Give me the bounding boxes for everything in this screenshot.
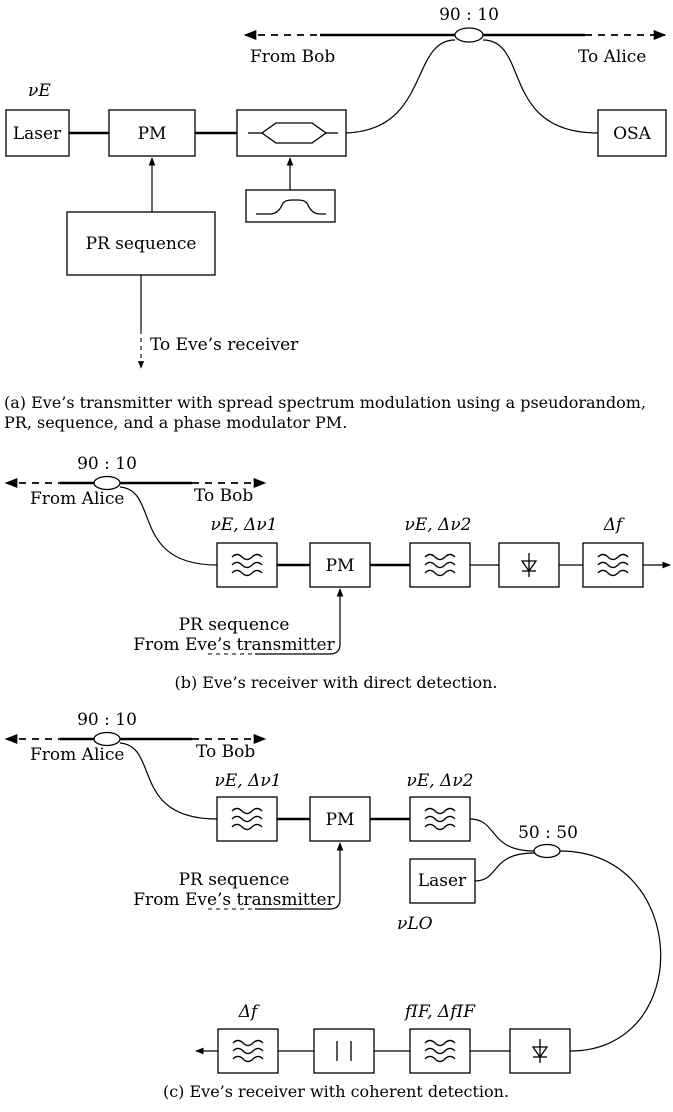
tap-out-fiber bbox=[482, 39, 599, 134]
pm-label: PM bbox=[326, 556, 355, 576]
filter1-label: νE, Δν1 bbox=[215, 771, 282, 791]
pm-box bbox=[309, 542, 371, 588]
from-eve-transmitter-label: From Eve’s transmitter bbox=[133, 890, 335, 910]
filter-if-box bbox=[409, 1028, 471, 1074]
filter-if-label: fIF, ΔfIF bbox=[403, 1002, 476, 1022]
pm-box bbox=[108, 109, 196, 157]
caption-a-line1: (a) Eve’s transmitter with spread spectr… bbox=[4, 393, 646, 412]
coupler-90-10 bbox=[454, 27, 484, 43]
from-alice-label: From Alice bbox=[30, 745, 124, 765]
coupler-ratio-label: 90 : 10 bbox=[77, 454, 137, 474]
coupler-90-10 bbox=[93, 731, 121, 747]
nu-lo-label: νLO bbox=[397, 914, 433, 934]
abs-value-icon bbox=[336, 1041, 352, 1061]
coupler-to-detector-fiber bbox=[559, 850, 662, 1052]
tap-fiber bbox=[119, 486, 218, 566]
to-bob-label: To Bob bbox=[196, 742, 255, 762]
osa-box bbox=[597, 109, 667, 157]
lo-laser-label: Laser bbox=[418, 871, 467, 891]
coupler-50-50 bbox=[533, 843, 561, 859]
filter2-label: νE, Δν2 bbox=[407, 771, 474, 791]
filter2-label: νE, Δν2 bbox=[405, 515, 472, 535]
lo-laser-box bbox=[409, 858, 476, 904]
filter-df-label: Δf bbox=[238, 1002, 260, 1022]
lo-to-coupler-fiber bbox=[474, 852, 535, 882]
pr-to-pm-arrow bbox=[255, 588, 344, 655]
filter1-label: νE, Δν1 bbox=[211, 515, 278, 535]
envelope-detector-box bbox=[313, 1028, 375, 1074]
panel-c: 90 : 10 From Alice To Bob νE, Δν1 PM νE,… bbox=[4, 710, 662, 1101]
laser-box bbox=[5, 109, 70, 157]
filter-df-box bbox=[217, 1028, 279, 1074]
pm-box bbox=[309, 796, 371, 842]
caption-a-line2: PR, sequence, and a phase modulator PM. bbox=[4, 413, 347, 432]
filter1-box bbox=[216, 796, 278, 842]
nu-e-label: νE bbox=[28, 81, 51, 101]
filter2-box bbox=[409, 796, 471, 842]
coupler2-ratio-label: 50 : 50 bbox=[518, 823, 578, 843]
filter2-box bbox=[409, 542, 471, 588]
coupler-ratio-label: 90 : 10 bbox=[77, 710, 137, 730]
panel-b: 90 : 10 From Alice To Bob νE, Δν1 PM νE,… bbox=[4, 454, 671, 692]
to-bob-label: To Bob bbox=[194, 486, 253, 506]
laser-label: Laser bbox=[13, 124, 62, 144]
filter3-label: Δf bbox=[603, 515, 625, 535]
coupler-90-10 bbox=[93, 475, 121, 491]
filter-control-box bbox=[245, 189, 336, 223]
filter3-box bbox=[582, 542, 644, 588]
tap-fiber bbox=[119, 742, 218, 820]
tap-in-fiber bbox=[345, 39, 456, 134]
pr-sequence-label: PR sequence bbox=[179, 870, 290, 890]
pm-label: PM bbox=[326, 810, 355, 830]
from-bob-label: From Bob bbox=[250, 47, 335, 67]
to-eve-receiver-label: To Eve’s receiver bbox=[150, 335, 299, 355]
coupler-ratio-label: 90 : 10 bbox=[439, 5, 499, 25]
to-alice-label: To Alice bbox=[578, 47, 646, 67]
from-eve-transmitter-label: From Eve’s transmitter bbox=[133, 635, 335, 655]
osa-label: OSA bbox=[613, 124, 652, 144]
signal-to-coupler-fiber bbox=[469, 818, 535, 852]
passband-icon bbox=[256, 199, 326, 215]
pm-label: PM bbox=[138, 124, 167, 144]
panel-a: 90 : 10 From Bob To Alice νE Laser PM OS… bbox=[4, 5, 667, 432]
from-alice-label: From Alice bbox=[30, 489, 124, 509]
mach-zehnder-icon bbox=[248, 122, 338, 144]
pr-sequence-label: PR sequence bbox=[86, 234, 197, 254]
caption-b: (b) Eve’s receiver with direct detection… bbox=[174, 673, 497, 692]
filter1-box bbox=[216, 542, 278, 588]
caption-c: (c) Eve’s receiver with coherent detecti… bbox=[163, 1082, 509, 1101]
pr-sequence-label: PR sequence bbox=[179, 615, 290, 635]
pr-to-pm-arrow bbox=[255, 842, 344, 910]
